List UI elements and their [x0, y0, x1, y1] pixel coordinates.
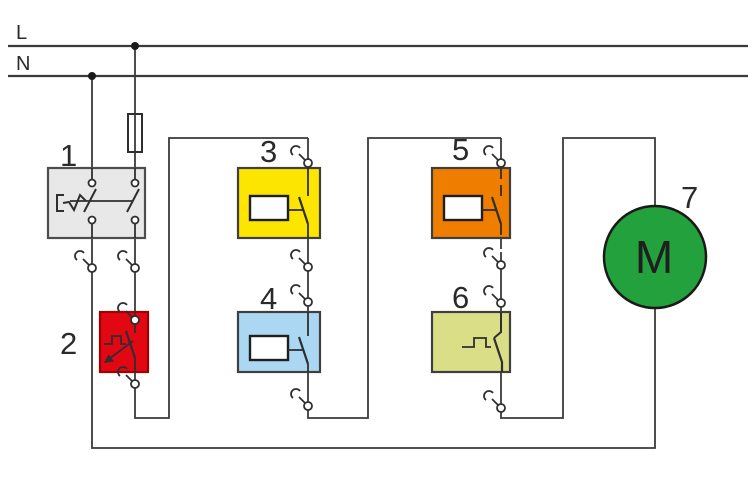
- connector-symbol-8-socket: [496, 158, 506, 168]
- rail-label-N: N: [16, 53, 30, 75]
- connector-symbol-7-pin: [298, 396, 306, 404]
- component-7-number: 7: [681, 180, 698, 215]
- component-2-symbol-latch-step: [104, 335, 126, 345]
- component-1-symbol-terminal: [87, 215, 97, 225]
- component-4-symbol-contact: [297, 336, 310, 365]
- motor-circle: [602, 204, 708, 310]
- component-1-symbol-terminal: [130, 178, 140, 188]
- motor-label: M: [635, 231, 673, 283]
- fuse-symbol: [127, 113, 143, 153]
- connector-symbol-2-pin: [125, 310, 133, 318]
- component-1-symbol-terminal: [130, 215, 140, 225]
- component-1-symbol-thermal-bracket: [56, 194, 64, 212]
- connector-symbol-1-socket: [130, 263, 140, 273]
- connector-symbol-10-hook: [483, 285, 494, 296]
- component-2-symbol-contact: [124, 330, 137, 359]
- connector-symbol-3-socket: [130, 379, 140, 389]
- component-2-number: 2: [60, 326, 77, 361]
- junction-dot-0: [131, 42, 139, 50]
- connector-symbol-0-pin: [82, 258, 90, 266]
- component-3-number: 3: [260, 134, 277, 169]
- component-4-number: 4: [260, 281, 277, 316]
- connector-symbol-1-pin: [125, 258, 133, 266]
- connector-symbol-7-hook: [290, 388, 301, 399]
- component-6-symbol: [493, 312, 502, 339]
- component-5-symbol-contact: [490, 196, 503, 225]
- component-6-number: 6: [452, 280, 469, 315]
- connector-symbol-0-socket: [87, 263, 97, 273]
- component-1-symbol-terminal: [87, 178, 97, 188]
- connector-symbol-5-pin: [298, 257, 306, 265]
- connector-symbol-9-hook: [483, 247, 494, 258]
- connector-symbol-6-socket: [303, 297, 313, 307]
- component-1-symbol-thermal-trip: [62, 193, 87, 213]
- component-6-symbol-contact: [492, 337, 504, 372]
- component-4-symbol-coil: [248, 334, 290, 362]
- rail-label-L: L: [16, 22, 27, 44]
- component-2-symbol-actuator-arrow-head: [104, 354, 114, 363]
- connector-symbol-9-socket: [496, 260, 506, 270]
- component-6-symbol-cam-step: [462, 337, 491, 348]
- connector-symbol-11-socket: [496, 403, 506, 413]
- connector-symbol-11-hook: [483, 390, 494, 401]
- component-1-symbol-contact-1: [126, 188, 140, 213]
- component-2-symbol-actuator-arrow-shaft: [108, 340, 134, 360]
- connector-symbol-4-pin: [298, 153, 306, 161]
- connector-symbol-11-pin: [491, 398, 499, 406]
- connector-symbol-1-hook: [117, 250, 128, 261]
- component-5-number: 5: [452, 132, 469, 167]
- component-2-box: [98, 310, 150, 374]
- component-3-symbol-contact: [297, 196, 310, 225]
- wire-4: [134, 137, 308, 419]
- component-3-symbol-coil: [248, 194, 290, 222]
- connector-symbol-5-hook: [290, 249, 301, 260]
- connector-symbol-6-hook: [290, 284, 301, 295]
- connector-symbol-3-hook: [117, 366, 128, 377]
- connector-symbol-2-socket: [130, 315, 140, 325]
- connector-symbol-7-socket: [303, 401, 313, 411]
- connector-symbol-6-pin: [298, 292, 306, 300]
- connector-symbol-8-hook: [483, 145, 494, 156]
- component-5-symbol-coil: [442, 194, 484, 222]
- connector-symbol-2-hook: [117, 302, 128, 313]
- component-1-number: 1: [60, 138, 77, 173]
- connector-symbol-5-socket: [303, 262, 313, 272]
- connector-symbol-3-pin: [125, 374, 133, 382]
- connector-symbol-9-pin: [491, 255, 499, 263]
- connector-symbol-8-pin: [491, 153, 499, 161]
- component-6-box: [430, 310, 512, 374]
- junction-dot-1: [88, 72, 96, 80]
- connector-symbol-4-hook: [290, 145, 301, 156]
- wire-1: [91, 238, 656, 449]
- connector-symbol-10-socket: [496, 298, 506, 308]
- connector-symbol-0-hook: [74, 250, 85, 261]
- component-1-box: [46, 166, 147, 240]
- connector-symbol-10-pin: [491, 293, 499, 301]
- connector-symbol-4-socket: [303, 158, 313, 168]
